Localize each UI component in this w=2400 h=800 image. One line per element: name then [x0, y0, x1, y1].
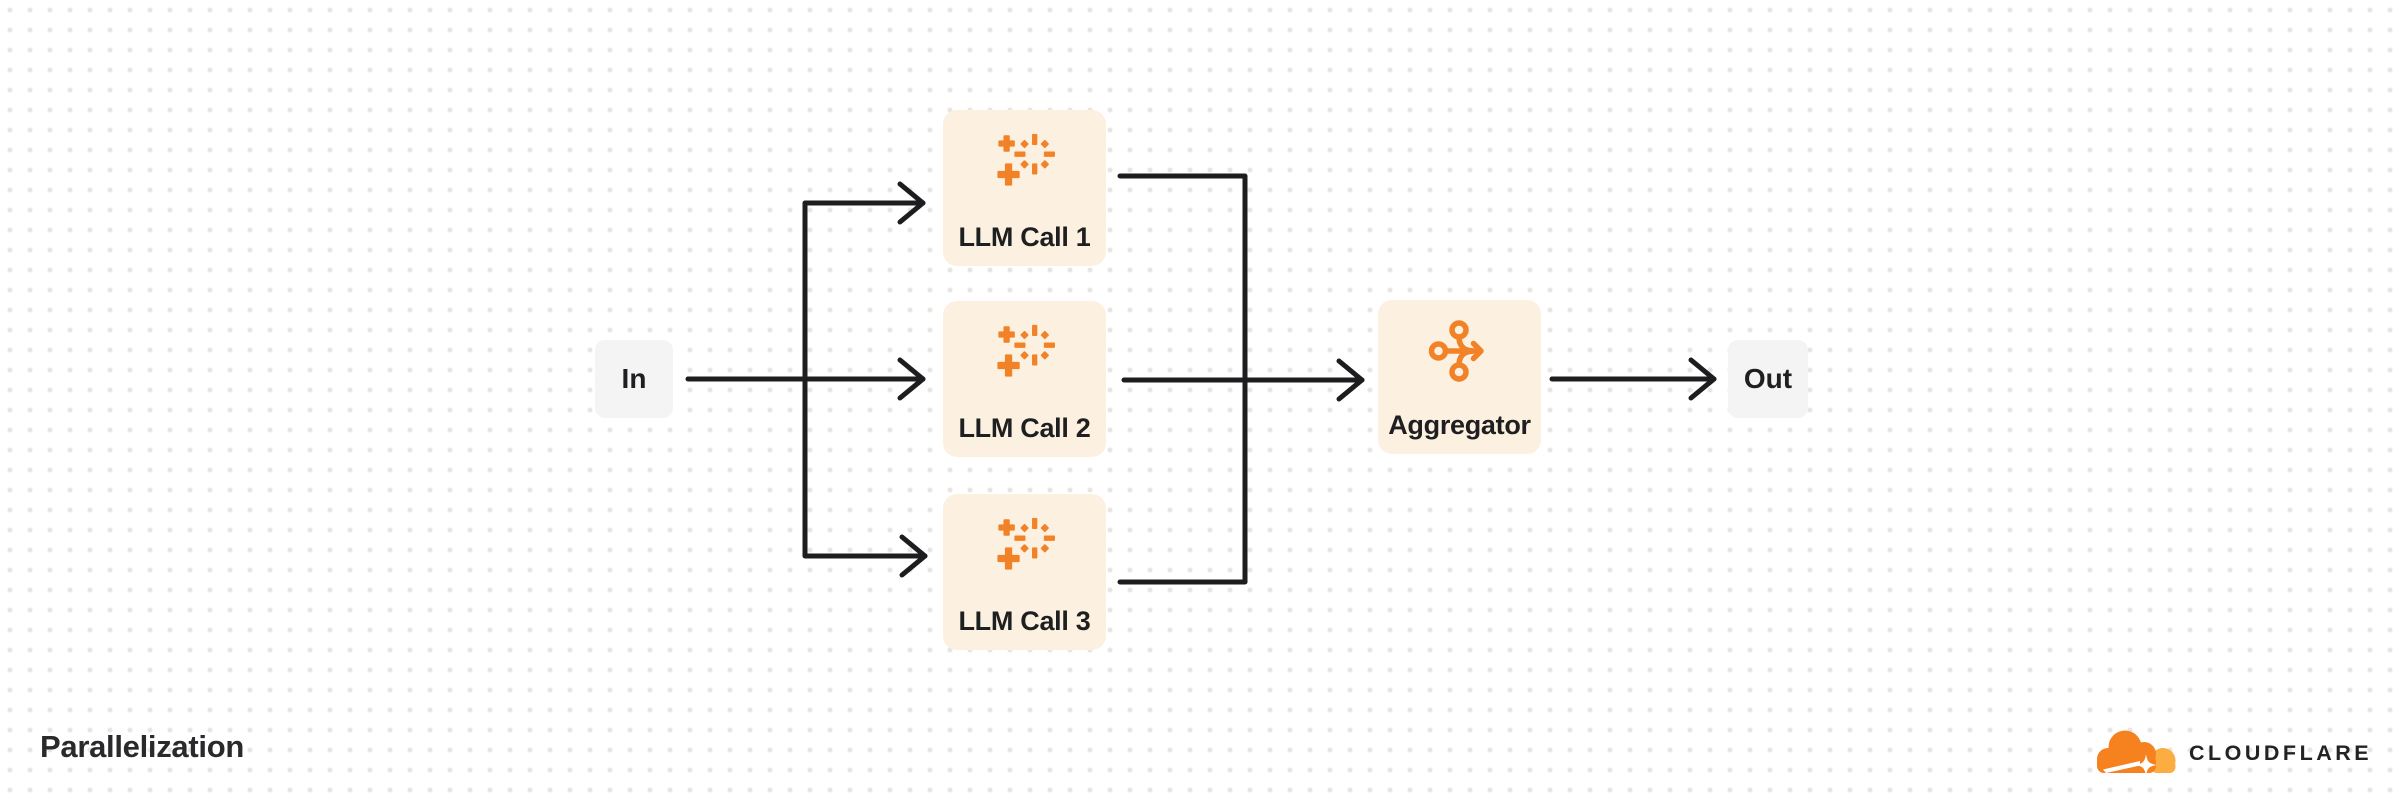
merge-icon: [1428, 320, 1484, 382]
edge-in-to-llm-call-3: [802, 378, 928, 578]
cloudflare-logo: CLOUDFLARE: [2094, 722, 2372, 778]
diagram-title: Parallelization: [40, 729, 244, 764]
sparkle-icon: [996, 133, 1055, 186]
node-llm-call-1: LLM Call 1: [943, 110, 1106, 266]
node-label: LLM Call 2: [958, 413, 1091, 443]
cloudflare-cloud-icon: [2097, 730, 2176, 776]
node-label: In: [621, 363, 647, 394]
node-aggregator: Aggregator: [1378, 300, 1541, 454]
edge-llm-call-1-3-merge-rail: [1117, 173, 1248, 585]
node-in: In: [595, 340, 673, 418]
edge-in-to-llm-call-1: [802, 181, 926, 380]
node-label: Aggregator: [1388, 410, 1531, 440]
sparkle-icon: [996, 517, 1055, 570]
node-llm-call-2: LLM Call 2: [943, 301, 1106, 457]
node-out: Out: [1728, 340, 1808, 418]
node-label: LLM Call 3: [958, 606, 1091, 636]
node-label: LLM Call 1: [958, 222, 1091, 252]
sparkle-icon: [996, 324, 1055, 377]
flare-star-icon: [2135, 754, 2157, 776]
node-llm-call-3: LLM Call 3: [943, 494, 1106, 650]
cloudflare-wordmark: CLOUDFLARE: [2189, 741, 2373, 765]
node-label: Out: [1743, 363, 1793, 394]
